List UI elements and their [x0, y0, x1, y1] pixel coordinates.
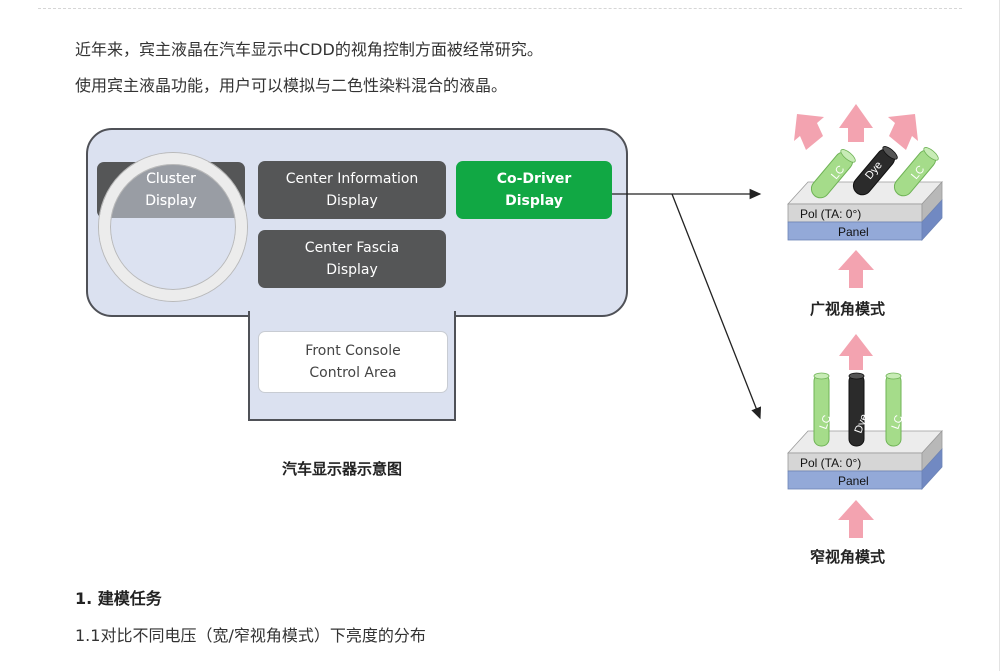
narrow-top-arrow [839, 334, 873, 370]
console-label-1: Front Console [305, 343, 401, 359]
cluster-overlay-1: Cluster [146, 171, 196, 187]
center-info-label-1: Center Information [285, 171, 419, 187]
front-console-box: Front Console Control Area [258, 331, 448, 393]
arrow-to-narrow [671, 193, 762, 420]
connector-lines [612, 188, 762, 420]
narrow-lc-rod-2 [885, 372, 902, 447]
center-info-label-2: Display [326, 193, 378, 209]
codriver-label-2: Display [505, 193, 563, 209]
narrow-lc-rod-1 [813, 372, 830, 447]
fascia-label-1: Center Fascia [304, 240, 400, 256]
steering-wheel-ring [99, 153, 247, 301]
narrow-panel-text: Panel [838, 474, 869, 488]
wide-top-arrow-center [839, 104, 873, 142]
wide-pol-text: Pol (TA: 0°) [800, 207, 861, 221]
wide-panel-side [921, 198, 943, 242]
narrow-mode-cell: LC Dye LC Pol (TA: 0°) Panel [787, 334, 943, 538]
center-information-display-box: Center Information Display [258, 161, 446, 219]
cluster-overlay-2: Display [145, 193, 197, 209]
intro-line-1: 近年来，宾主液晶在汽车显示中CDD的视角控制方面被经常研究。 [75, 40, 543, 59]
sub-heading: 1.1对比不同电压（宽/窄视角模式）下亮度的分布 [75, 626, 426, 645]
narrow-pol-text: Pol (TA: 0°) [800, 456, 861, 470]
wide-bottom-arrow [838, 250, 874, 288]
wide-top-arrow-left [794, 114, 824, 150]
codriver-label-1: Co-Driver [496, 171, 572, 187]
cluster-label-overlay: Cluster Display [97, 162, 245, 218]
narrow-pol-top [787, 430, 943, 454]
diagram-caption: 汽车显示器示意图 [282, 460, 403, 478]
wide-lc-rod-2 [893, 147, 939, 197]
wide-panel-text: Panel [838, 225, 869, 239]
wide-lc-rod-1 [810, 149, 856, 199]
fascia-label-2: Display [326, 262, 378, 278]
section-heading: 1. 建模任务 [75, 589, 162, 608]
narrow-lc2-text: LC [890, 414, 906, 431]
narrow-bottom-arrow [838, 500, 874, 538]
center-fascia-display-box: Center Fascia Display [258, 230, 446, 288]
wide-dye-rod [852, 146, 898, 196]
narrow-panel-side [921, 447, 943, 491]
wide-mode-label: 广视角模式 [810, 300, 886, 318]
narrow-mode-label: 窄视角模式 [810, 548, 886, 566]
narrow-dye-rod [848, 372, 865, 447]
co-driver-display-box: Co-Driver Display [456, 161, 612, 219]
top-divider [38, 8, 962, 9]
wide-top-arrow-right [888, 114, 918, 150]
console-label-2: Control Area [309, 365, 397, 381]
narrow-lc1-text: LC [818, 414, 834, 431]
wide-mode-cell: LC Dye LC Pol (TA: 0°) Panel [787, 104, 943, 288]
intro-line-2: 使用宾主液晶功能，用户可以模拟与二色性染料混合的液晶。 [75, 76, 508, 95]
